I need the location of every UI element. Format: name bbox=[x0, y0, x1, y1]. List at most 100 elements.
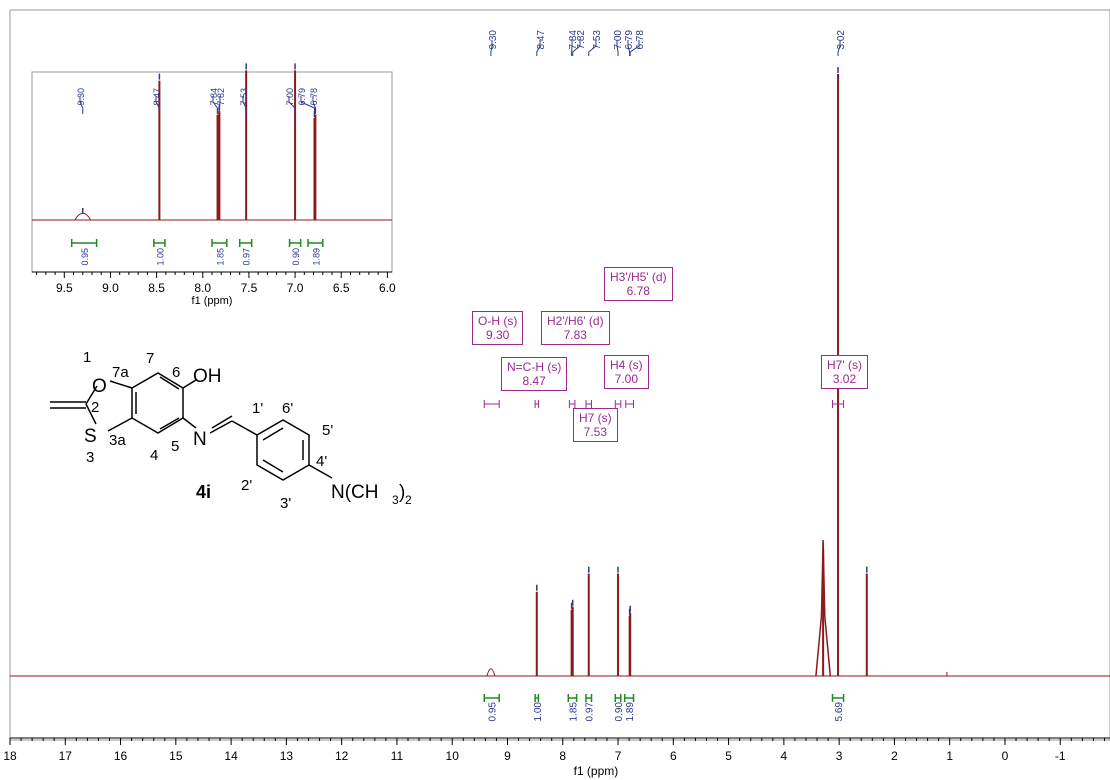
main-integral-value: 1.85 bbox=[568, 702, 579, 722]
peak-assignment-box: H7' (s)3.02 bbox=[821, 355, 868, 389]
molecule-atom-label: 5' bbox=[322, 422, 333, 439]
main-tick-label: 17 bbox=[59, 749, 73, 763]
inset-tick-label: 8.0 bbox=[194, 281, 211, 295]
assignment-name: N=C-H (s) bbox=[507, 360, 562, 374]
inset-peak-leader bbox=[300, 96, 315, 114]
inset-peak-label: 7.82 bbox=[216, 88, 226, 106]
main-integral-value: 5.69 bbox=[834, 702, 845, 722]
molecule-atom-label: O bbox=[92, 376, 107, 397]
molecule-close-paren: ) bbox=[399, 482, 405, 503]
main-integral-value: 0.90 bbox=[614, 702, 625, 722]
imine-double-bond bbox=[211, 415, 233, 429]
inset-x-axis-label: f1 (ppm) bbox=[192, 295, 233, 307]
molecule-atom-label: 6' bbox=[282, 400, 293, 417]
peak-assignment-box: O-H (s)9.30 bbox=[472, 311, 524, 345]
assignment-name: H3'/H5' (d) bbox=[610, 270, 667, 284]
inset-peak-label: 7.53 bbox=[239, 88, 249, 106]
inset-integral-value: 1.00 bbox=[155, 248, 165, 266]
main-plot-frame bbox=[9, 9, 1110, 741]
main-tick-label: 11 bbox=[391, 749, 404, 763]
inset-peak-leader bbox=[212, 96, 219, 114]
molecule-atom-label: 3' bbox=[280, 495, 291, 512]
molecule-atom-label: 4 bbox=[150, 447, 158, 464]
molecule-structure bbox=[50, 372, 333, 481]
assignment-shift: 9.30 bbox=[485, 328, 510, 342]
molecule-atom-label: OH bbox=[193, 366, 222, 387]
inset-tick-label: 9.0 bbox=[102, 281, 119, 295]
inset-tick-label: 7.0 bbox=[287, 281, 304, 295]
main-tick-label: 5 bbox=[725, 749, 732, 763]
phenyl-ring-double-bond bbox=[262, 427, 284, 441]
inset-peak-label: 6.78 bbox=[309, 88, 319, 106]
assignment-shift: 3.02 bbox=[832, 372, 857, 386]
assignment-name: H2'/H6' (d) bbox=[547, 314, 604, 328]
inset-peak-label: 9.30 bbox=[76, 88, 86, 106]
main-tick-label: 12 bbox=[335, 749, 349, 763]
molecule-atom-label: 3 bbox=[86, 449, 94, 466]
molecule-atom-label: S bbox=[84, 426, 97, 447]
inset-peak-leader bbox=[79, 96, 84, 114]
molecule-atom-label: 5 bbox=[171, 438, 179, 455]
benzo-ring-double-bond bbox=[159, 376, 180, 390]
main-tick-label: 16 bbox=[114, 749, 128, 763]
benzo-ring bbox=[131, 372, 184, 434]
main-tick-label: 9 bbox=[504, 749, 511, 763]
main-integral-value: 1.89 bbox=[625, 702, 636, 722]
main-tick-label: 3 bbox=[836, 749, 843, 763]
main-peak-label: 6.79 bbox=[624, 30, 635, 50]
compound-number: 4i bbox=[196, 482, 211, 502]
main-tick-label: 15 bbox=[169, 749, 183, 763]
inset-tick-label: 6.0 bbox=[379, 281, 396, 295]
n-dimethyl-bond bbox=[308, 464, 333, 479]
peak-assignment-box: H4 (s)7.00 bbox=[604, 355, 649, 389]
assignment-shift: 7.83 bbox=[563, 328, 587, 342]
main-peak-label: 9.30 bbox=[488, 30, 499, 50]
inset-tick-label: 6.5 bbox=[333, 281, 350, 295]
ch-to-ring-bond bbox=[231, 420, 258, 436]
main-peak-label: 7.00 bbox=[613, 30, 624, 50]
main-tick-label: 8 bbox=[559, 749, 566, 763]
main-peak-leader bbox=[837, 40, 841, 56]
inset-peak-leader bbox=[312, 96, 316, 114]
inset-integral-value: 0.95 bbox=[80, 248, 90, 266]
main-tick-label: 1 bbox=[946, 749, 953, 763]
molecule-atom-label: 3a bbox=[109, 432, 126, 449]
main-peak-leader bbox=[490, 40, 493, 56]
inset-peak-label: 7.84 bbox=[209, 88, 219, 106]
peak-assignment-box: H2'/H6' (d)7.83 bbox=[541, 311, 610, 345]
imine-bond bbox=[209, 420, 233, 434]
inset-peak-label: 6.79 bbox=[297, 88, 307, 106]
main-tick-label: 14 bbox=[224, 749, 238, 763]
main-tick-label: 2 bbox=[891, 749, 898, 763]
molecule-atom-label: N bbox=[193, 429, 207, 450]
ring-bond-o1 bbox=[109, 380, 133, 389]
assignment-shift: 8.47 bbox=[522, 374, 546, 388]
assignment-name: O-H (s) bbox=[478, 314, 518, 328]
main-tick-label: 4 bbox=[781, 749, 788, 763]
molecule-atom-label: 6 bbox=[172, 364, 180, 381]
main-peak-leader bbox=[629, 40, 640, 56]
main-peak-leader bbox=[627, 40, 631, 56]
inset-peak-label: 8.47 bbox=[152, 88, 162, 106]
molecule-atom-label: 1' bbox=[252, 400, 263, 417]
peak-assignment-box: H3'/H5' (d)6.78 bbox=[604, 267, 673, 301]
molecule-subscript: 2 bbox=[405, 493, 412, 507]
molecule-atom-label: 7a bbox=[112, 364, 129, 381]
main-tick-label: 7 bbox=[615, 749, 622, 763]
phenyl-ring-double-bond bbox=[262, 459, 284, 473]
main-peak-label: 3.02 bbox=[836, 30, 847, 50]
inset-peak-leader bbox=[242, 96, 247, 114]
main-tick-label: 18 bbox=[3, 749, 17, 763]
assignment-name: H4 (s) bbox=[610, 358, 643, 372]
peak-assignment-box: H7 (s)7.53 bbox=[573, 408, 618, 442]
inset-peak-leader bbox=[288, 96, 296, 114]
inset-tick-label: 9.5 bbox=[56, 281, 73, 295]
main-tick-label: -1 bbox=[1055, 749, 1066, 763]
main-spectrum-peak bbox=[486, 668, 496, 677]
assignment-name: H7' (s) bbox=[827, 358, 862, 372]
main-tick-label: 10 bbox=[446, 749, 460, 763]
main-peak-label: 7.53 bbox=[592, 30, 603, 50]
main-solvent-peak-shape bbox=[815, 539, 832, 677]
main-integral-value: 0.97 bbox=[585, 702, 596, 722]
c5-n-bond bbox=[182, 417, 197, 429]
